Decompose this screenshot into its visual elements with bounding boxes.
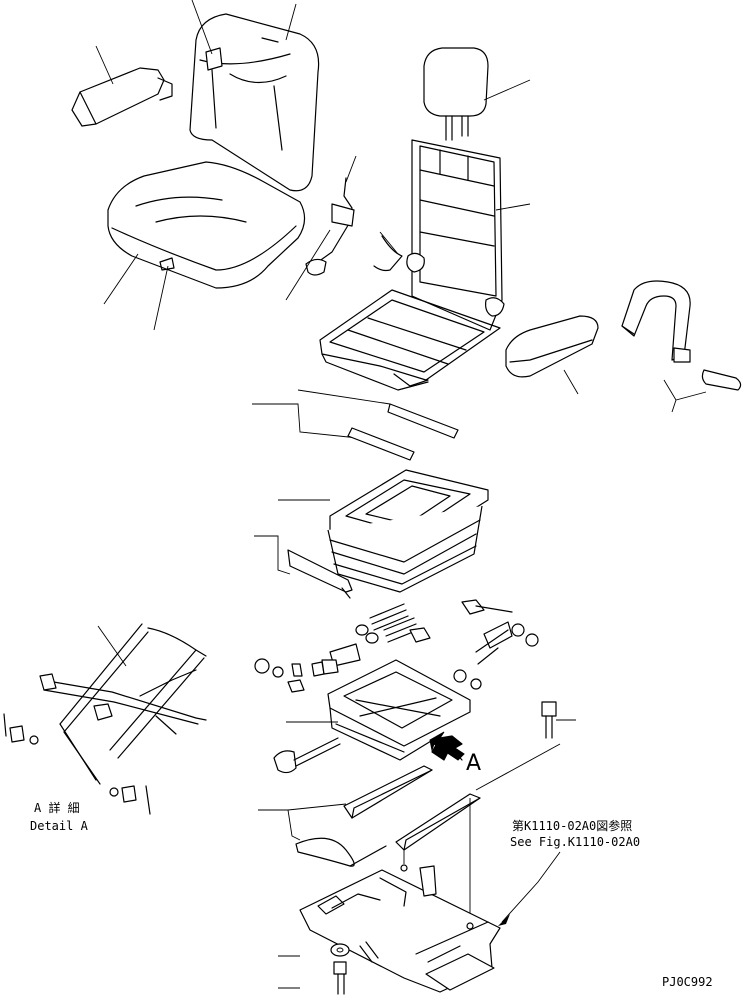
plate-group-1 <box>252 389 459 461</box>
view-marker: A <box>466 751 481 776</box>
detail-label-en: Detail A <box>30 819 89 833</box>
bolt-right <box>475 701 576 791</box>
armrest-right <box>505 315 599 395</box>
suspension-unit <box>254 469 489 599</box>
detail-a-scissor <box>3 623 207 815</box>
adjust-lever <box>285 155 403 301</box>
reference-leader <box>498 851 561 926</box>
lower-fasteners <box>278 943 350 995</box>
headrest <box>423 47 531 141</box>
reference-label-jp: 第K1110-02A0図参照 <box>512 818 632 833</box>
seat-frame <box>319 139 531 391</box>
arrow-marker <box>429 731 465 761</box>
springs-and-fasteners <box>254 599 539 693</box>
slide-rails <box>258 765 481 926</box>
armrest-bracket <box>621 280 742 413</box>
reference-label-en: See Fig.K1110-02A0 <box>510 835 640 849</box>
armrest-left <box>71 45 173 127</box>
detail-label-jp: A 詳 細 <box>34 800 80 815</box>
drawing-code: PJ0C992 <box>662 975 713 989</box>
seat-cushion <box>103 161 306 331</box>
slide-mechanism <box>273 659 471 774</box>
backrest-cushion <box>189 0 320 192</box>
